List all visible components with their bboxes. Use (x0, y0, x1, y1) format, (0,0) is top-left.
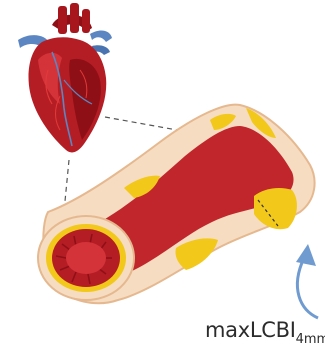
label-main: maxLCBI (205, 318, 296, 342)
label-subscript: 4mm (296, 332, 325, 347)
measurement-label: maxLCBI4mm (205, 318, 325, 342)
curved-arrow-icon (296, 244, 318, 318)
heart-icon (18, 3, 112, 152)
